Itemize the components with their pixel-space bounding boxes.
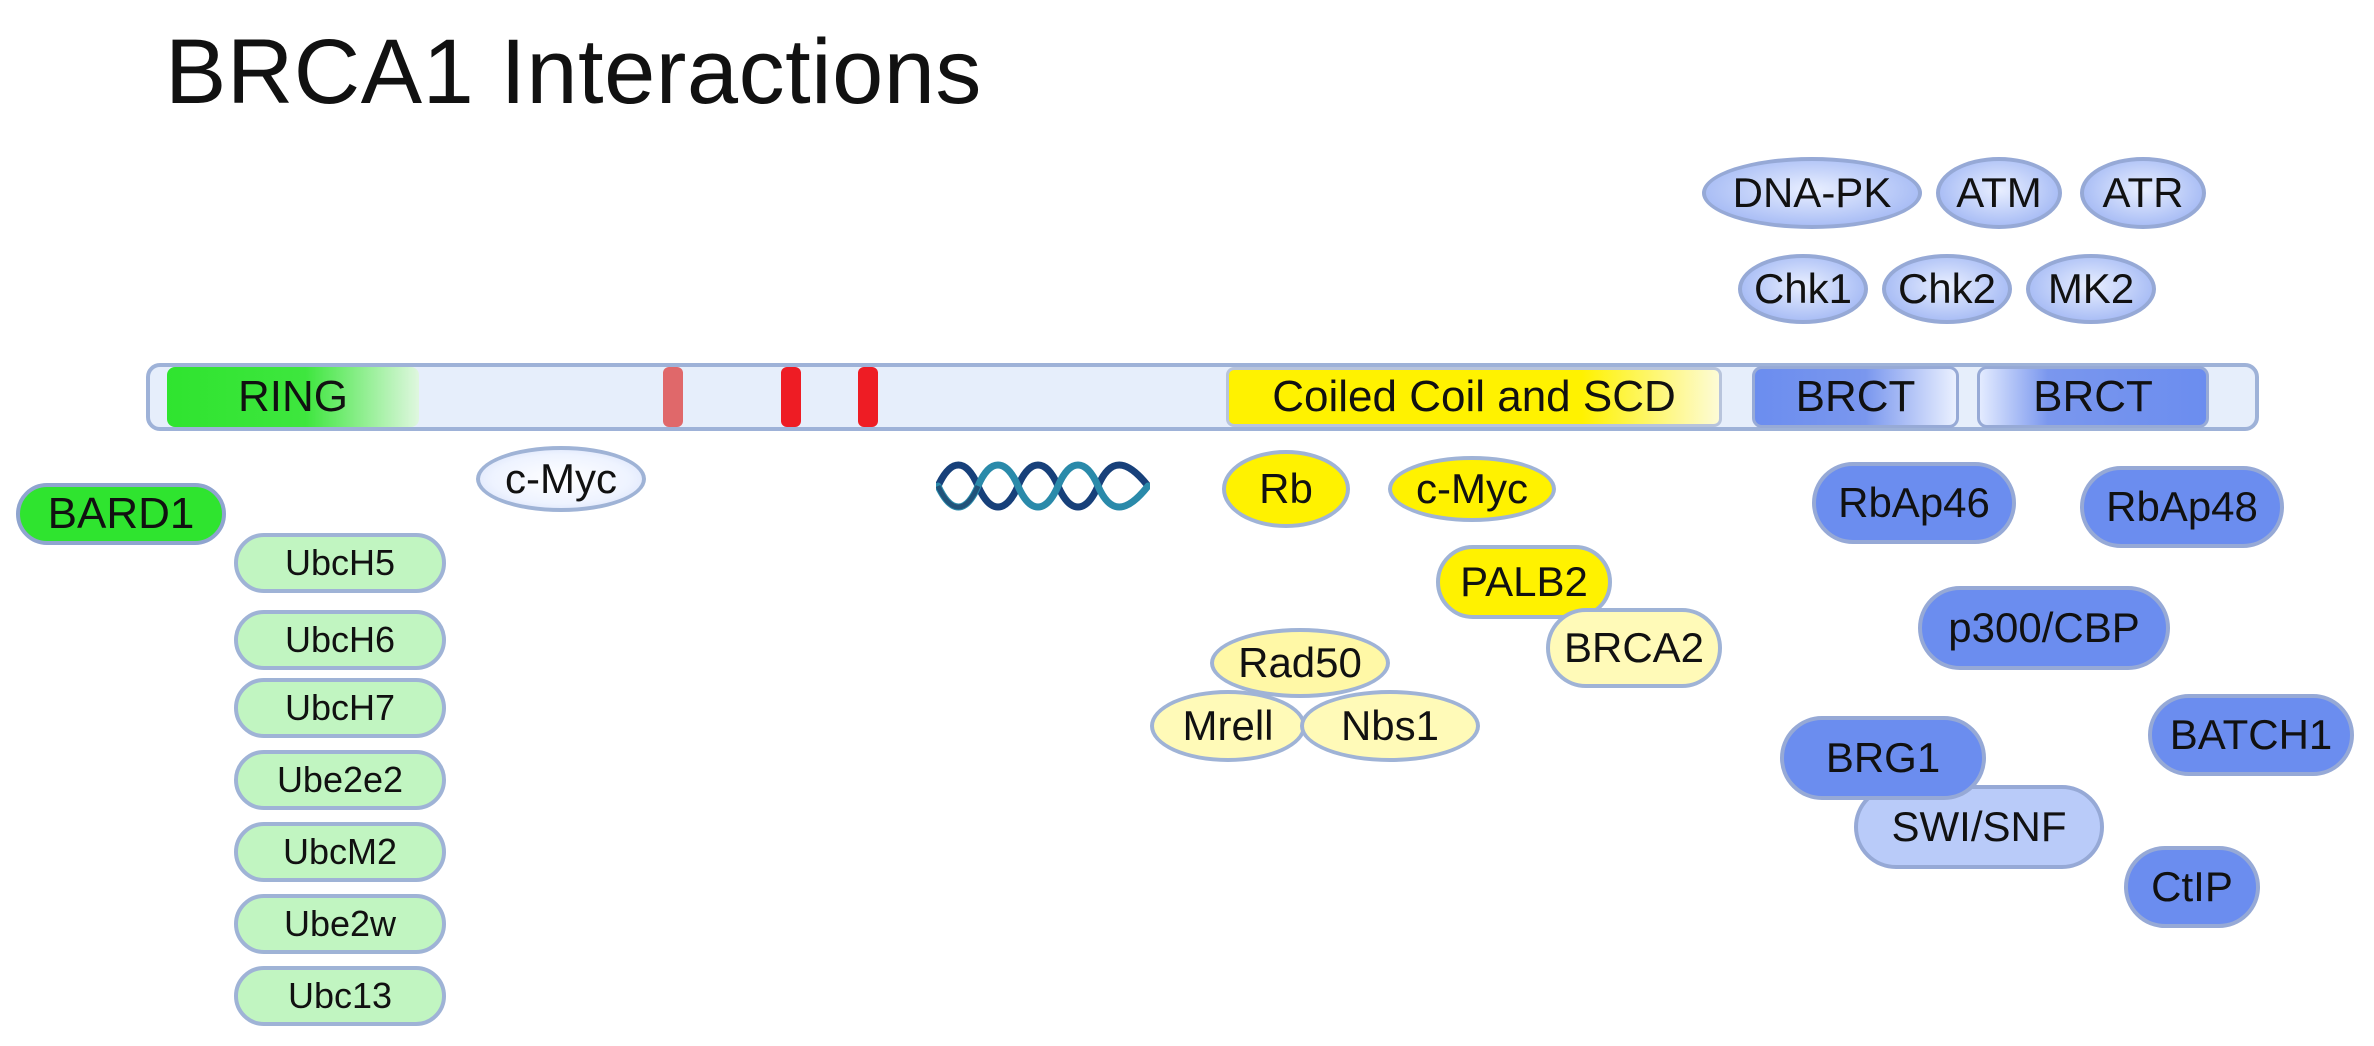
- kinase-atr: ATR: [2080, 157, 2206, 229]
- kinase-atm: ATM: [1936, 157, 2062, 229]
- e2-enzyme-chip: Ube2w: [234, 894, 446, 954]
- e2-enzyme-chip: UbcH6: [234, 610, 446, 670]
- rbap46-chip: RbAp46: [1812, 462, 2016, 544]
- kinase-chk1: Chk1: [1738, 254, 1868, 324]
- nbs1-chip: Nbs1: [1300, 690, 1480, 762]
- dna-helix-icon: [936, 461, 1150, 511]
- rbap48-chip: RbAp48: [2080, 466, 2284, 548]
- nls-motif: [663, 367, 683, 427]
- p300-cbp-chip: p300/CBP: [1918, 586, 2170, 670]
- page-title: BRCA1 Interactions: [165, 21, 982, 123]
- ring-domain: RING: [167, 367, 419, 427]
- batch1-chip: BATCH1: [2148, 694, 2354, 776]
- e2-enzyme-chip: UbcH5: [234, 533, 446, 593]
- coiled-coil-domain: Coiled Coil and SCD: [1226, 367, 1722, 427]
- e2-enzyme-chip: UbcM2: [234, 822, 446, 882]
- bard1-chip: BARD1: [16, 483, 226, 545]
- e2-enzyme-chip: Ubc13: [234, 966, 446, 1026]
- ctip-chip: CtIP: [2124, 846, 2260, 928]
- cmyc-chip: c-Myc: [476, 446, 646, 512]
- kinase-chk2: Chk2: [1882, 254, 2012, 324]
- cmyc-chip: c-Myc: [1388, 456, 1556, 522]
- brg1-chip: BRG1: [1780, 716, 1986, 800]
- brca2-chip: BRCA2: [1546, 608, 1722, 688]
- e2-enzyme-chip: UbcH7: [234, 678, 446, 738]
- e2-enzyme-chip: Ube2e2: [234, 750, 446, 810]
- nls-motif: [781, 367, 801, 427]
- brct-domain: BRCT: [1752, 366, 1959, 428]
- brct-domain: BRCT: [1977, 366, 2209, 428]
- rb-chip: Rb: [1222, 450, 1350, 528]
- kinase-mk2: MK2: [2026, 254, 2156, 324]
- mre11-chip: Mrell: [1150, 690, 1306, 762]
- palb2-chip: PALB2: [1436, 545, 1612, 619]
- rad50-chip: Rad50: [1210, 628, 1390, 698]
- nls-motif: [858, 367, 878, 427]
- kinase-dna-pk: DNA-PK: [1702, 157, 1922, 229]
